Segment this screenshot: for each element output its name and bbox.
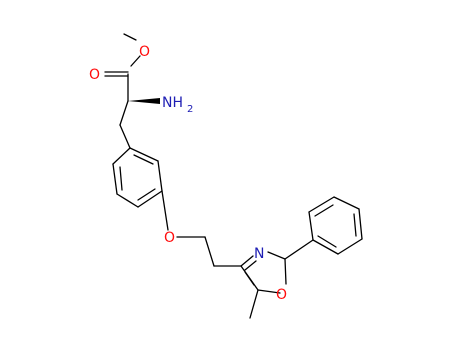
bond-ring-ether <box>161 190 169 231</box>
oxazole-oxygen-label: O <box>276 287 287 303</box>
ester-oxygen-label: O <box>139 44 150 60</box>
amine-label: NH <box>162 95 183 111</box>
bond-ch2-ch2 <box>204 236 215 267</box>
phenyl-ring <box>308 196 363 255</box>
amine-subscript: 2 <box>187 104 193 115</box>
oxazole-nitrogen-label: N <box>254 246 264 262</box>
bond-oxazole-methyl <box>249 289 259 319</box>
benzene-ring <box>112 147 163 208</box>
wedge-bond-amine <box>128 98 160 104</box>
bond-ch2-ring <box>119 124 131 149</box>
ether-oxygen-label: O <box>164 230 175 246</box>
bond-ester-o-carbonyl <box>130 55 141 67</box>
bond-oxazole-phenyl <box>284 239 314 260</box>
bond-alpha-ch2 <box>119 100 129 126</box>
carbonyl-oxygen-label: O <box>89 67 100 83</box>
bond-methyl-ester <box>123 33 137 41</box>
oxazole-ring <box>240 251 287 294</box>
